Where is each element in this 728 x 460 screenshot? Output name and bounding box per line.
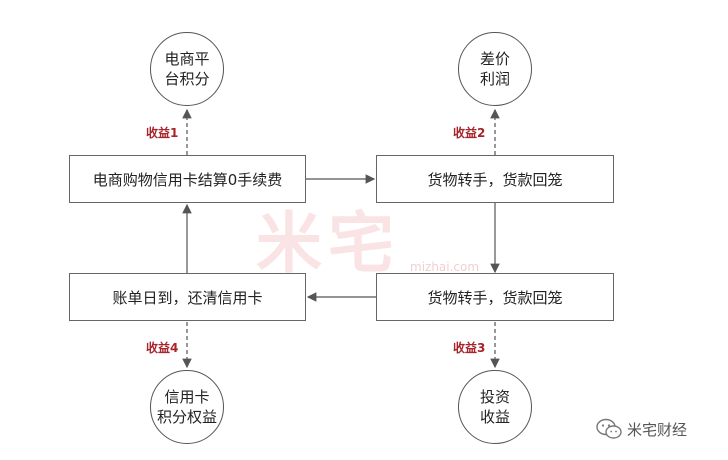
circle-investment-return: 投资 收益 xyxy=(458,370,532,444)
gain-label-4: 收益4 xyxy=(146,341,179,355)
wechat-icon xyxy=(596,418,622,439)
circle-price-difference-profit: 差价 利润 xyxy=(458,32,532,106)
gain-label-3: 收益3 xyxy=(453,341,486,355)
gain-label-2: 收益2 xyxy=(453,126,486,140)
circle-credit-card-points: 信用卡 积分权益 xyxy=(150,370,224,444)
box-resell-goods-1: 货物转手，货款回笼 xyxy=(376,155,614,203)
box-ecommerce-payment: 电商购物信用卡结算0手续费 xyxy=(69,155,306,203)
gain-label-1: 收益1 xyxy=(146,126,179,140)
circle-ecommerce-points: 电商平 台积分 xyxy=(150,32,224,106)
watermark-url: mizhai.com xyxy=(410,260,480,274)
watermark-logo: 米宅 xyxy=(256,205,400,282)
box-repay-credit-card: 账单日到，还清信用卡 xyxy=(69,273,306,321)
box-resell-goods-2: 货物转手，货款回笼 xyxy=(376,273,614,321)
brand-name: 米宅财经 xyxy=(627,420,688,439)
brand-footer: 米宅财经 xyxy=(596,418,687,440)
